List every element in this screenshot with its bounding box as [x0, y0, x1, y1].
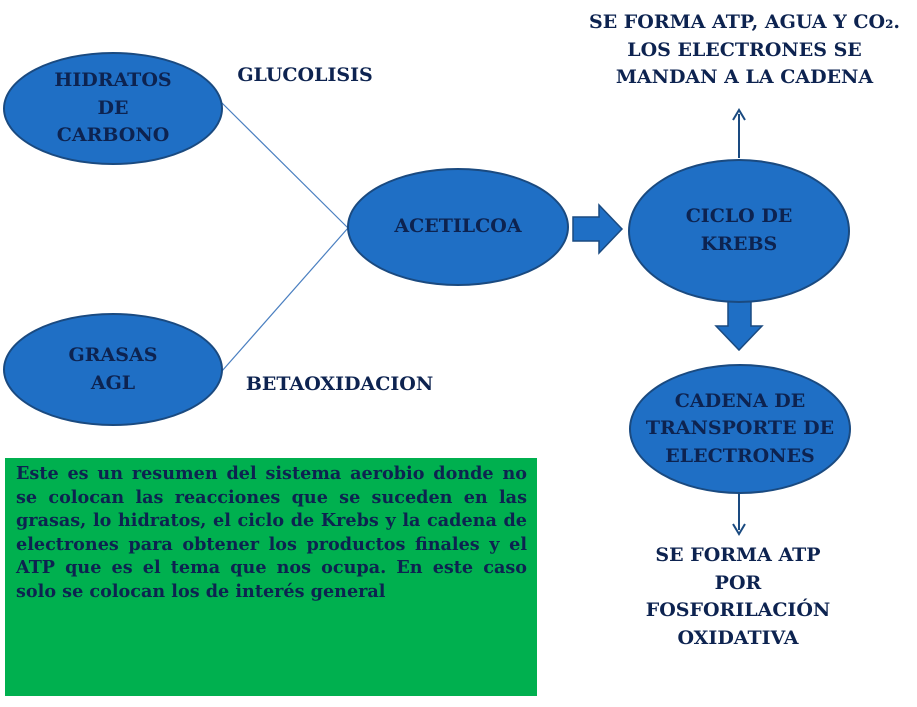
- label-glucolisis: GLUCOLISIS: [237, 64, 373, 86]
- label-betaoxidacion: BETAOXIDACION: [245, 373, 434, 395]
- node-hidratos-de-carbono: HIDRATOS DE CARBONO: [3, 52, 223, 165]
- label-krebs-output: SE FORMA ATP, AGUA Y CO₂. LOS ELECTRONES…: [588, 11, 901, 89]
- connector-grasas-acetilcoa: [221, 227, 349, 372]
- summary-note: Este es un resumen del sistema aerobio d…: [5, 458, 537, 696]
- block-arrow-right: [572, 203, 624, 255]
- arrowhead-up-icon: [732, 108, 746, 121]
- node-ciclo-de-krebs: CICLO DE KREBS: [628, 159, 850, 303]
- label-cadena-output: SE FORMA ATP POR FOSFORILACIÓN OXIDATIVA: [645, 544, 831, 649]
- node-cadena-de-transporte: CADENA DE TRANSPORTE DE ELECTRONES: [629, 364, 851, 494]
- connector-hidratos-acetilcoa: [221, 102, 349, 229]
- arrowhead-down-icon: [732, 523, 746, 536]
- node-grasas-agl: GRASAS AGL: [3, 313, 223, 426]
- block-arrow-down: [714, 299, 764, 352]
- node-acetilcoa: ACETILCOA: [347, 168, 569, 286]
